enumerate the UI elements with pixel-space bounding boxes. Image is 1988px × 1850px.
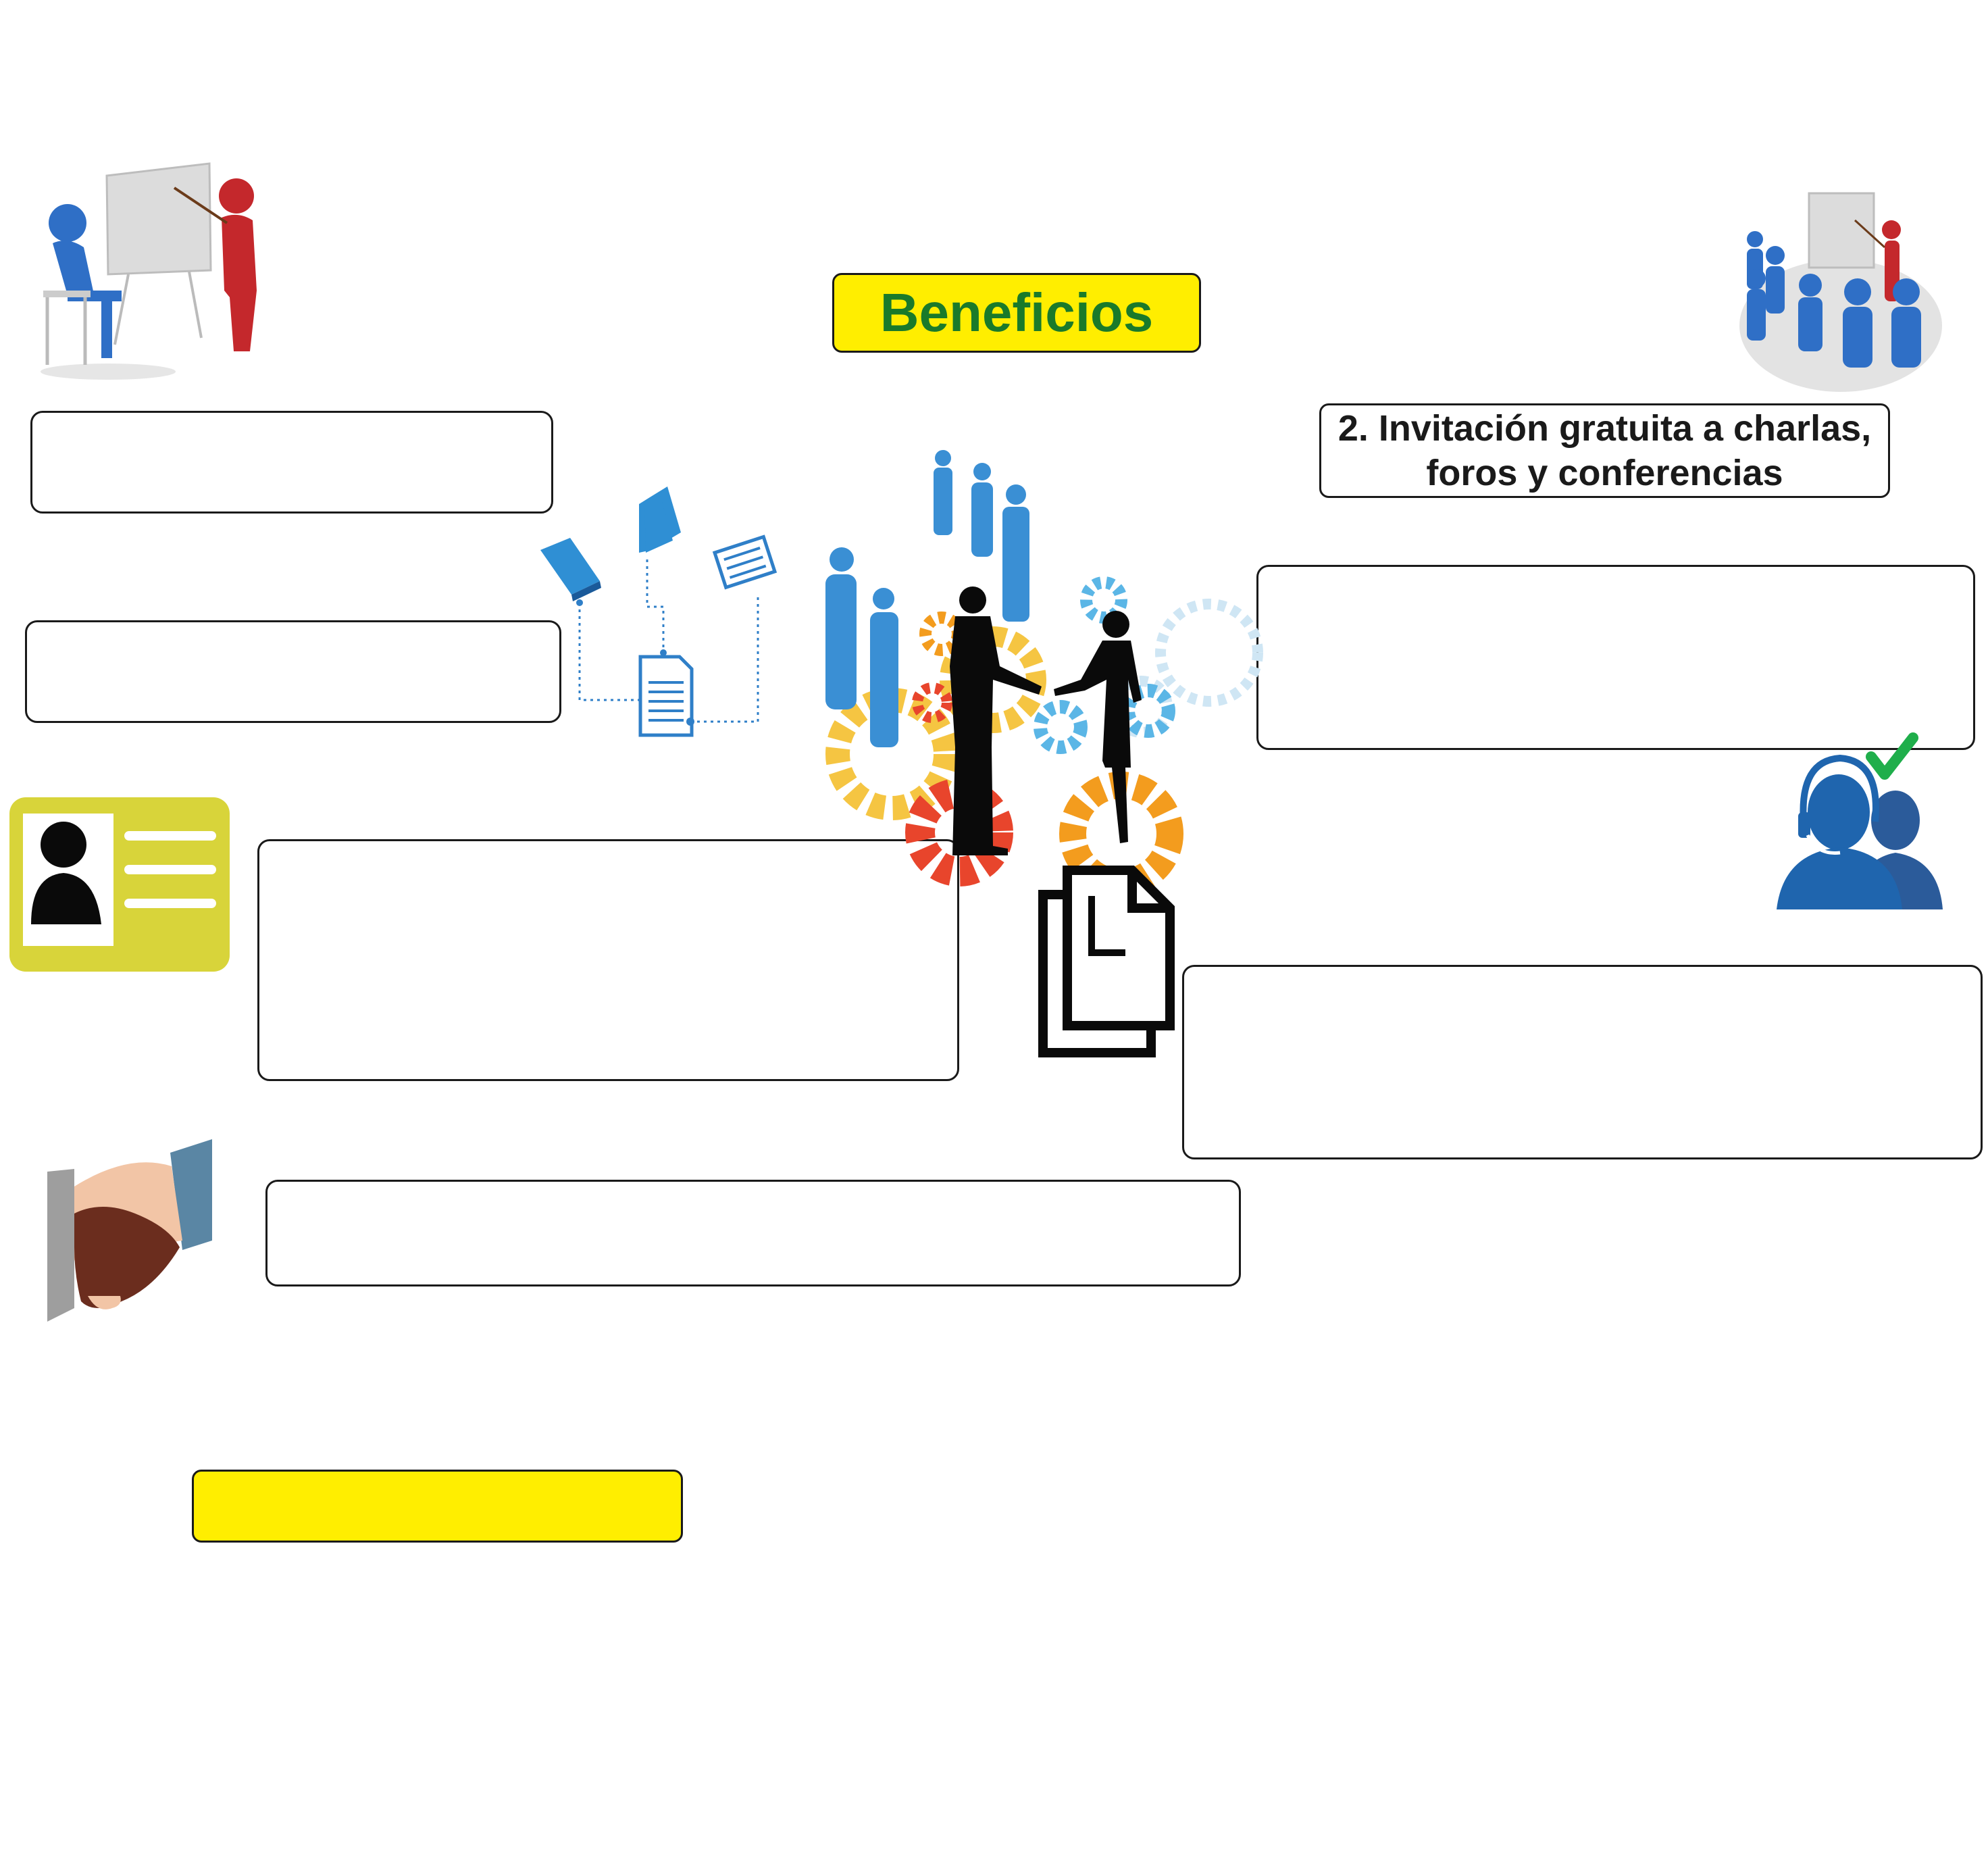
network-gears-icon [790,443,1290,907]
audience-presentation-icon [1729,191,1945,393]
page-title: Beneficios [880,282,1154,343]
documents-flow-icon [538,485,781,739]
id-card-icon [9,797,230,972]
copy-documents-icon [1038,865,1179,1059]
benefit-2-box: 2. Invitación gratuita a charlas, foros … [1319,403,1890,498]
benefit-box-7 [265,1180,1241,1286]
presentation-icon [27,155,270,385]
benefit-2-text: 2. Invitación gratuita a charlas, foros … [1337,408,1872,493]
benefit-box-4 [25,620,561,723]
support-agent-icon [1770,720,1945,923]
title-box: Beneficios [832,273,1201,353]
benefit-box-6 [1182,965,1983,1159]
benefit-box-5 [257,839,959,1081]
yellow-bar [192,1470,683,1543]
handshake-icon [47,1139,216,1322]
benefit-box-1 [30,411,553,514]
benefit-box-3 [1256,565,1975,750]
